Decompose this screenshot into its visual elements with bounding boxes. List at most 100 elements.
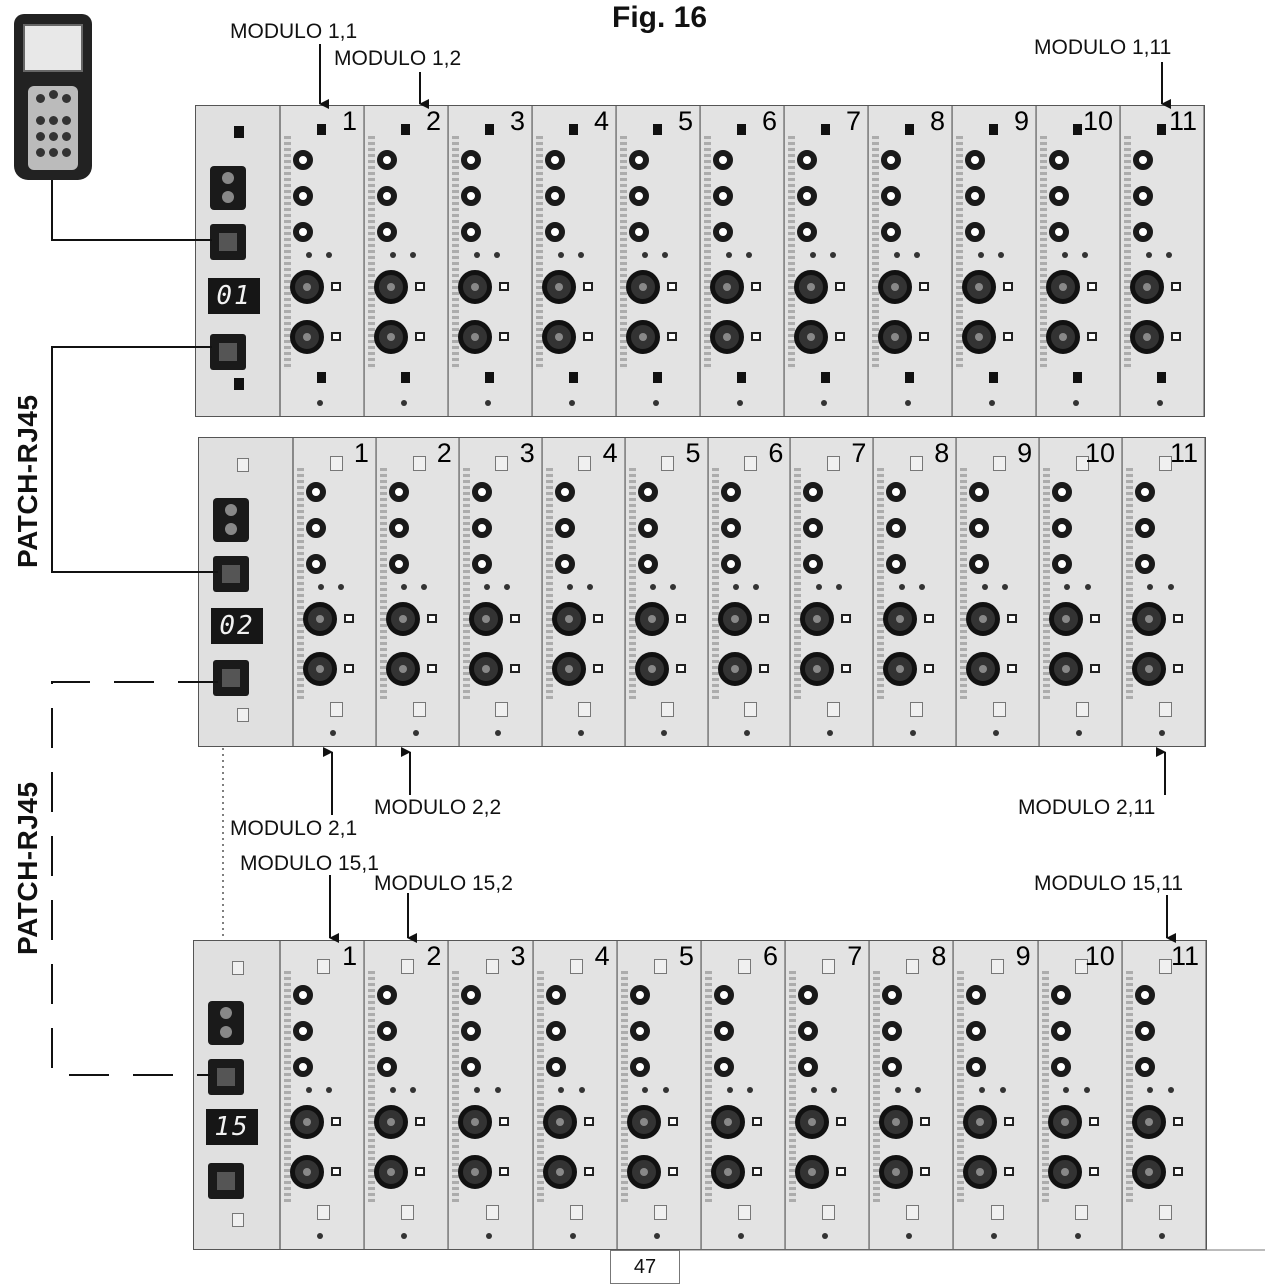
alarm-indicator xyxy=(1166,252,1173,258)
rf-in-connector xyxy=(1047,1105,1082,1139)
rf-out-icon xyxy=(1173,664,1184,673)
rca-connector xyxy=(881,186,901,206)
module-number: 5 xyxy=(677,106,693,136)
rf-out-icon xyxy=(583,1167,594,1176)
rca-connector xyxy=(554,482,575,502)
rca-connector xyxy=(713,186,733,206)
rf-in-connector xyxy=(303,602,337,636)
controller-led-bottom xyxy=(232,1213,244,1227)
module-screw xyxy=(578,730,585,736)
rf-out-connector xyxy=(374,1155,409,1189)
rf-out-connector xyxy=(1132,652,1167,686)
module-number: 4 xyxy=(593,106,609,136)
rca-connector xyxy=(461,186,481,206)
rca-connector xyxy=(969,518,990,538)
module-slot: 9 xyxy=(953,941,1038,1249)
module-slot: 7 xyxy=(784,106,868,416)
on-indicator xyxy=(557,252,564,258)
on-indicator xyxy=(305,252,312,258)
rca-connector xyxy=(881,222,901,242)
rca-connector xyxy=(461,1057,482,1077)
module-side-text xyxy=(1124,136,1131,369)
module-screw xyxy=(909,730,916,736)
rca-connector xyxy=(637,518,658,538)
rf-out-connector xyxy=(551,652,586,686)
rf-in-icon xyxy=(331,1117,341,1126)
rca-connector xyxy=(461,1021,482,1041)
callout-modulo-15-2: MODULO 15,2 xyxy=(374,872,513,895)
alarm-indicator xyxy=(662,1087,669,1093)
module-status-led xyxy=(906,959,920,974)
rf-in-connector xyxy=(717,602,752,636)
module-side-text xyxy=(452,136,459,369)
module-bottom-led xyxy=(989,372,999,383)
module-screw xyxy=(1074,1233,1081,1239)
rf-in-icon xyxy=(344,614,354,623)
rf-in-connector xyxy=(878,270,912,304)
module-screw xyxy=(569,1233,576,1239)
rf-in-connector xyxy=(1046,270,1080,304)
address-display-15: 15 xyxy=(206,1109,258,1145)
rca-connector xyxy=(1134,1057,1155,1077)
callout-modulo-15-1: MODULO 15,1 xyxy=(240,852,379,875)
module-screw xyxy=(827,730,834,736)
rf-out-connector xyxy=(1049,652,1084,686)
rca-connector xyxy=(1050,985,1071,1005)
module-slot: 10 xyxy=(1036,106,1120,416)
module-bottom-led xyxy=(569,372,579,383)
module-screw xyxy=(569,400,576,406)
rf-in-icon xyxy=(1004,1117,1015,1126)
rf-out-connector xyxy=(710,1155,745,1189)
rca-connector xyxy=(545,1057,566,1077)
rf-in-connector xyxy=(542,270,576,304)
rca-connector xyxy=(545,186,565,206)
rf-in-connector xyxy=(1131,1105,1166,1139)
module-bottom-led xyxy=(992,702,1006,717)
module-slot: 8 xyxy=(869,941,954,1249)
module-number: 8 xyxy=(929,106,945,136)
rf-out-icon xyxy=(919,332,929,341)
rca-connector xyxy=(720,554,741,574)
module-number: 2 xyxy=(425,106,441,136)
rca-connector xyxy=(629,186,649,206)
rf-out-icon xyxy=(836,1167,847,1176)
module-bottom-led xyxy=(990,1205,1004,1220)
module-side-text xyxy=(297,468,304,699)
module-number: 3 xyxy=(510,941,526,971)
module-number: 7 xyxy=(845,106,861,136)
module-side-text xyxy=(789,971,797,1202)
rf-out-icon xyxy=(758,664,769,673)
module-bottom-led xyxy=(495,702,509,717)
on-indicator xyxy=(642,1087,649,1093)
rca-connector xyxy=(886,518,907,538)
module-status-led xyxy=(738,959,752,974)
rca-connector xyxy=(377,1021,398,1041)
remote-cable xyxy=(51,180,212,241)
module-status-led xyxy=(401,959,415,974)
rf-out-icon xyxy=(751,332,761,341)
module-bottom-led xyxy=(329,702,343,717)
rf-out-connector xyxy=(800,652,835,686)
rj45-out-port xyxy=(210,334,246,370)
rca-connector xyxy=(797,222,817,242)
module-slot: 5 xyxy=(616,106,700,416)
alarm-indicator xyxy=(1001,584,1008,590)
module-slot: 4 xyxy=(541,438,625,746)
module-status-led xyxy=(329,456,343,471)
on-indicator xyxy=(725,252,732,258)
controller-led xyxy=(234,126,244,138)
rf-out-icon xyxy=(1171,332,1181,341)
rca-connector xyxy=(629,985,650,1005)
on-indicator xyxy=(815,584,822,590)
module-status-led xyxy=(485,124,495,135)
rca-connector xyxy=(377,985,398,1005)
module-bottom-led xyxy=(737,372,747,383)
rf-out-connector xyxy=(1047,1155,1082,1189)
module-bottom-led xyxy=(1157,372,1167,383)
module-side-text xyxy=(788,136,795,369)
rf-out-icon xyxy=(751,1167,762,1176)
rf-out-connector xyxy=(542,320,576,354)
address-display-1: 01 xyxy=(208,278,260,314)
module-side-text xyxy=(711,468,719,699)
